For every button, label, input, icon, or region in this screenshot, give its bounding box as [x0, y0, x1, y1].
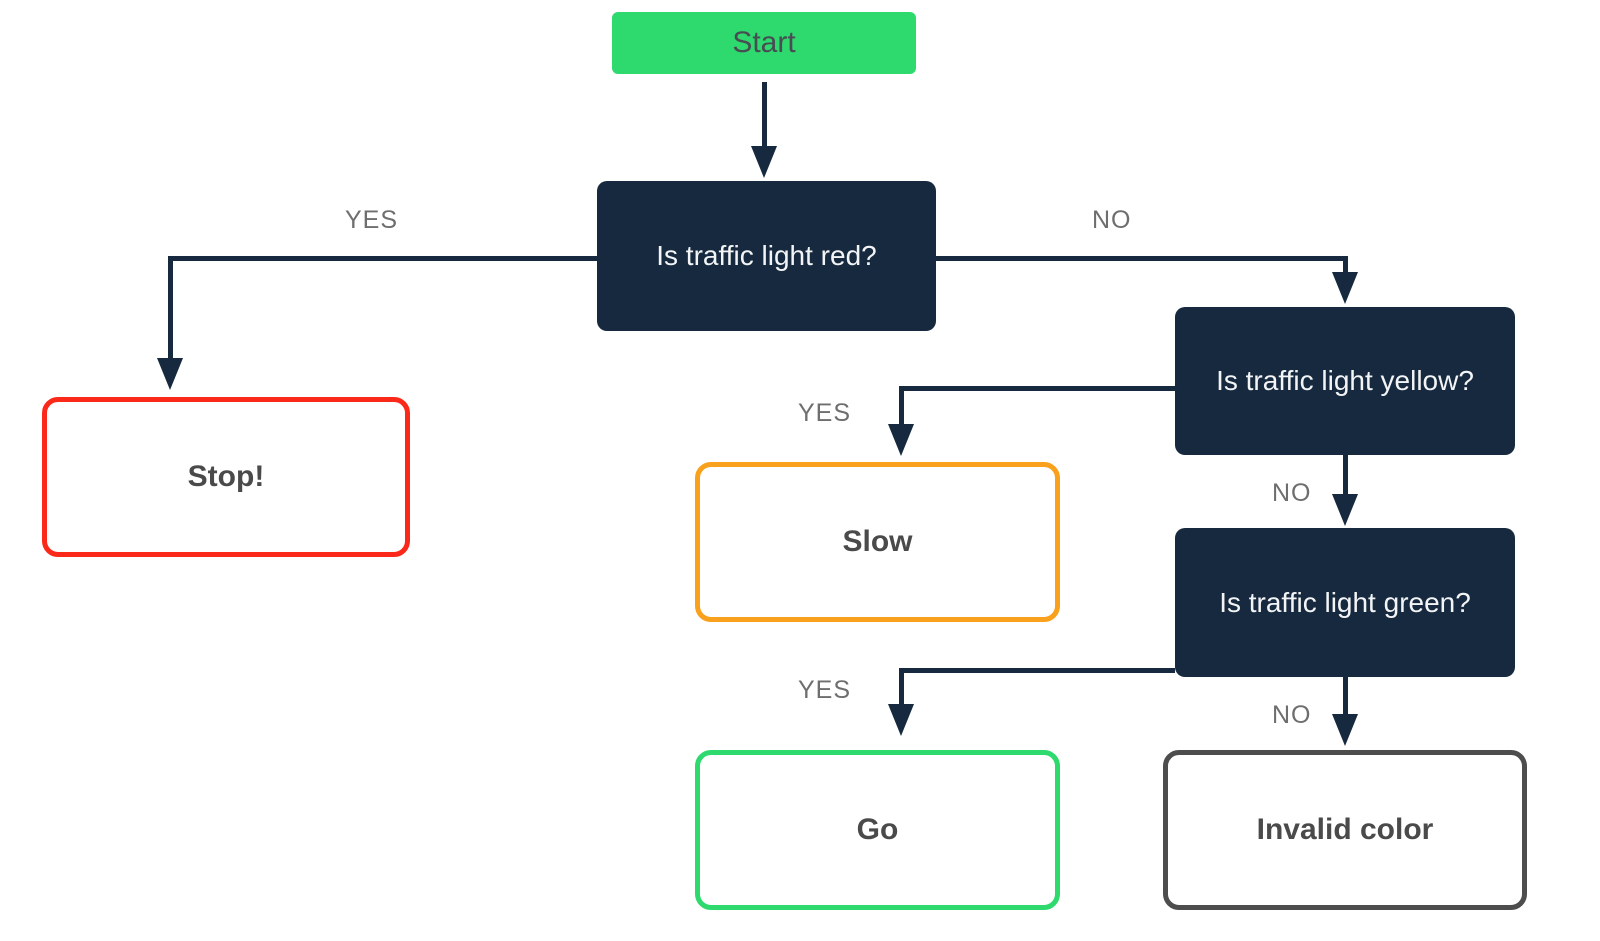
question-yellow-node: Is traffic light yellow?	[1175, 307, 1515, 455]
edge-green-yes-vline	[899, 668, 904, 706]
start-node: Start	[612, 12, 916, 74]
arrowhead-down-icon	[751, 146, 777, 178]
go-node: Go	[695, 750, 1060, 910]
edge-yellow-yes-vline	[899, 386, 904, 426]
arrowhead-down-icon	[157, 358, 183, 390]
stop-node: Stop!	[42, 397, 410, 557]
question-green-label: Is traffic light green?	[1219, 586, 1471, 618]
edge-label-green-no: NO	[1272, 701, 1312, 729]
edge-label-red-yes: YES	[345, 206, 399, 234]
invalid-color-node: Invalid color	[1163, 750, 1527, 910]
question-red-label: Is traffic light red?	[656, 240, 877, 271]
question-yellow-label: Is traffic light yellow?	[1216, 365, 1474, 396]
invalid-color-node-label: Invalid color	[1256, 813, 1434, 846]
arrowhead-down-icon	[1332, 714, 1358, 746]
edge-start-to-red-line	[762, 82, 767, 150]
edge-yellow-no-vline	[1343, 455, 1348, 496]
edge-red-no-hline	[936, 256, 1348, 261]
arrowhead-down-icon	[888, 704, 914, 736]
arrowhead-down-icon	[888, 424, 914, 456]
edge-label-red-no: NO	[1092, 206, 1132, 234]
edge-green-no-vline	[1343, 677, 1348, 716]
start-node-label: Start	[732, 26, 796, 59]
question-red-node: Is traffic light red?	[597, 181, 936, 331]
edge-red-yes-vline	[168, 256, 173, 360]
edge-label-yellow-no: NO	[1272, 479, 1312, 507]
go-node-label: Go	[856, 813, 899, 846]
slow-node: Slow	[695, 462, 1060, 622]
edge-label-yellow-yes: YES	[798, 399, 852, 427]
stop-node-label: Stop!	[187, 460, 265, 493]
edge-red-no-vline	[1343, 256, 1348, 276]
edge-red-yes-hline	[170, 256, 597, 261]
edge-yellow-yes-hline	[900, 386, 1175, 391]
question-green-node: Is traffic light green?	[1175, 528, 1515, 677]
edge-green-yes-hline	[900, 668, 1175, 673]
slow-node-label: Slow	[842, 525, 913, 558]
edge-label-green-yes: YES	[798, 676, 852, 704]
arrowhead-down-icon	[1332, 272, 1358, 304]
arrowhead-down-icon	[1332, 494, 1358, 526]
